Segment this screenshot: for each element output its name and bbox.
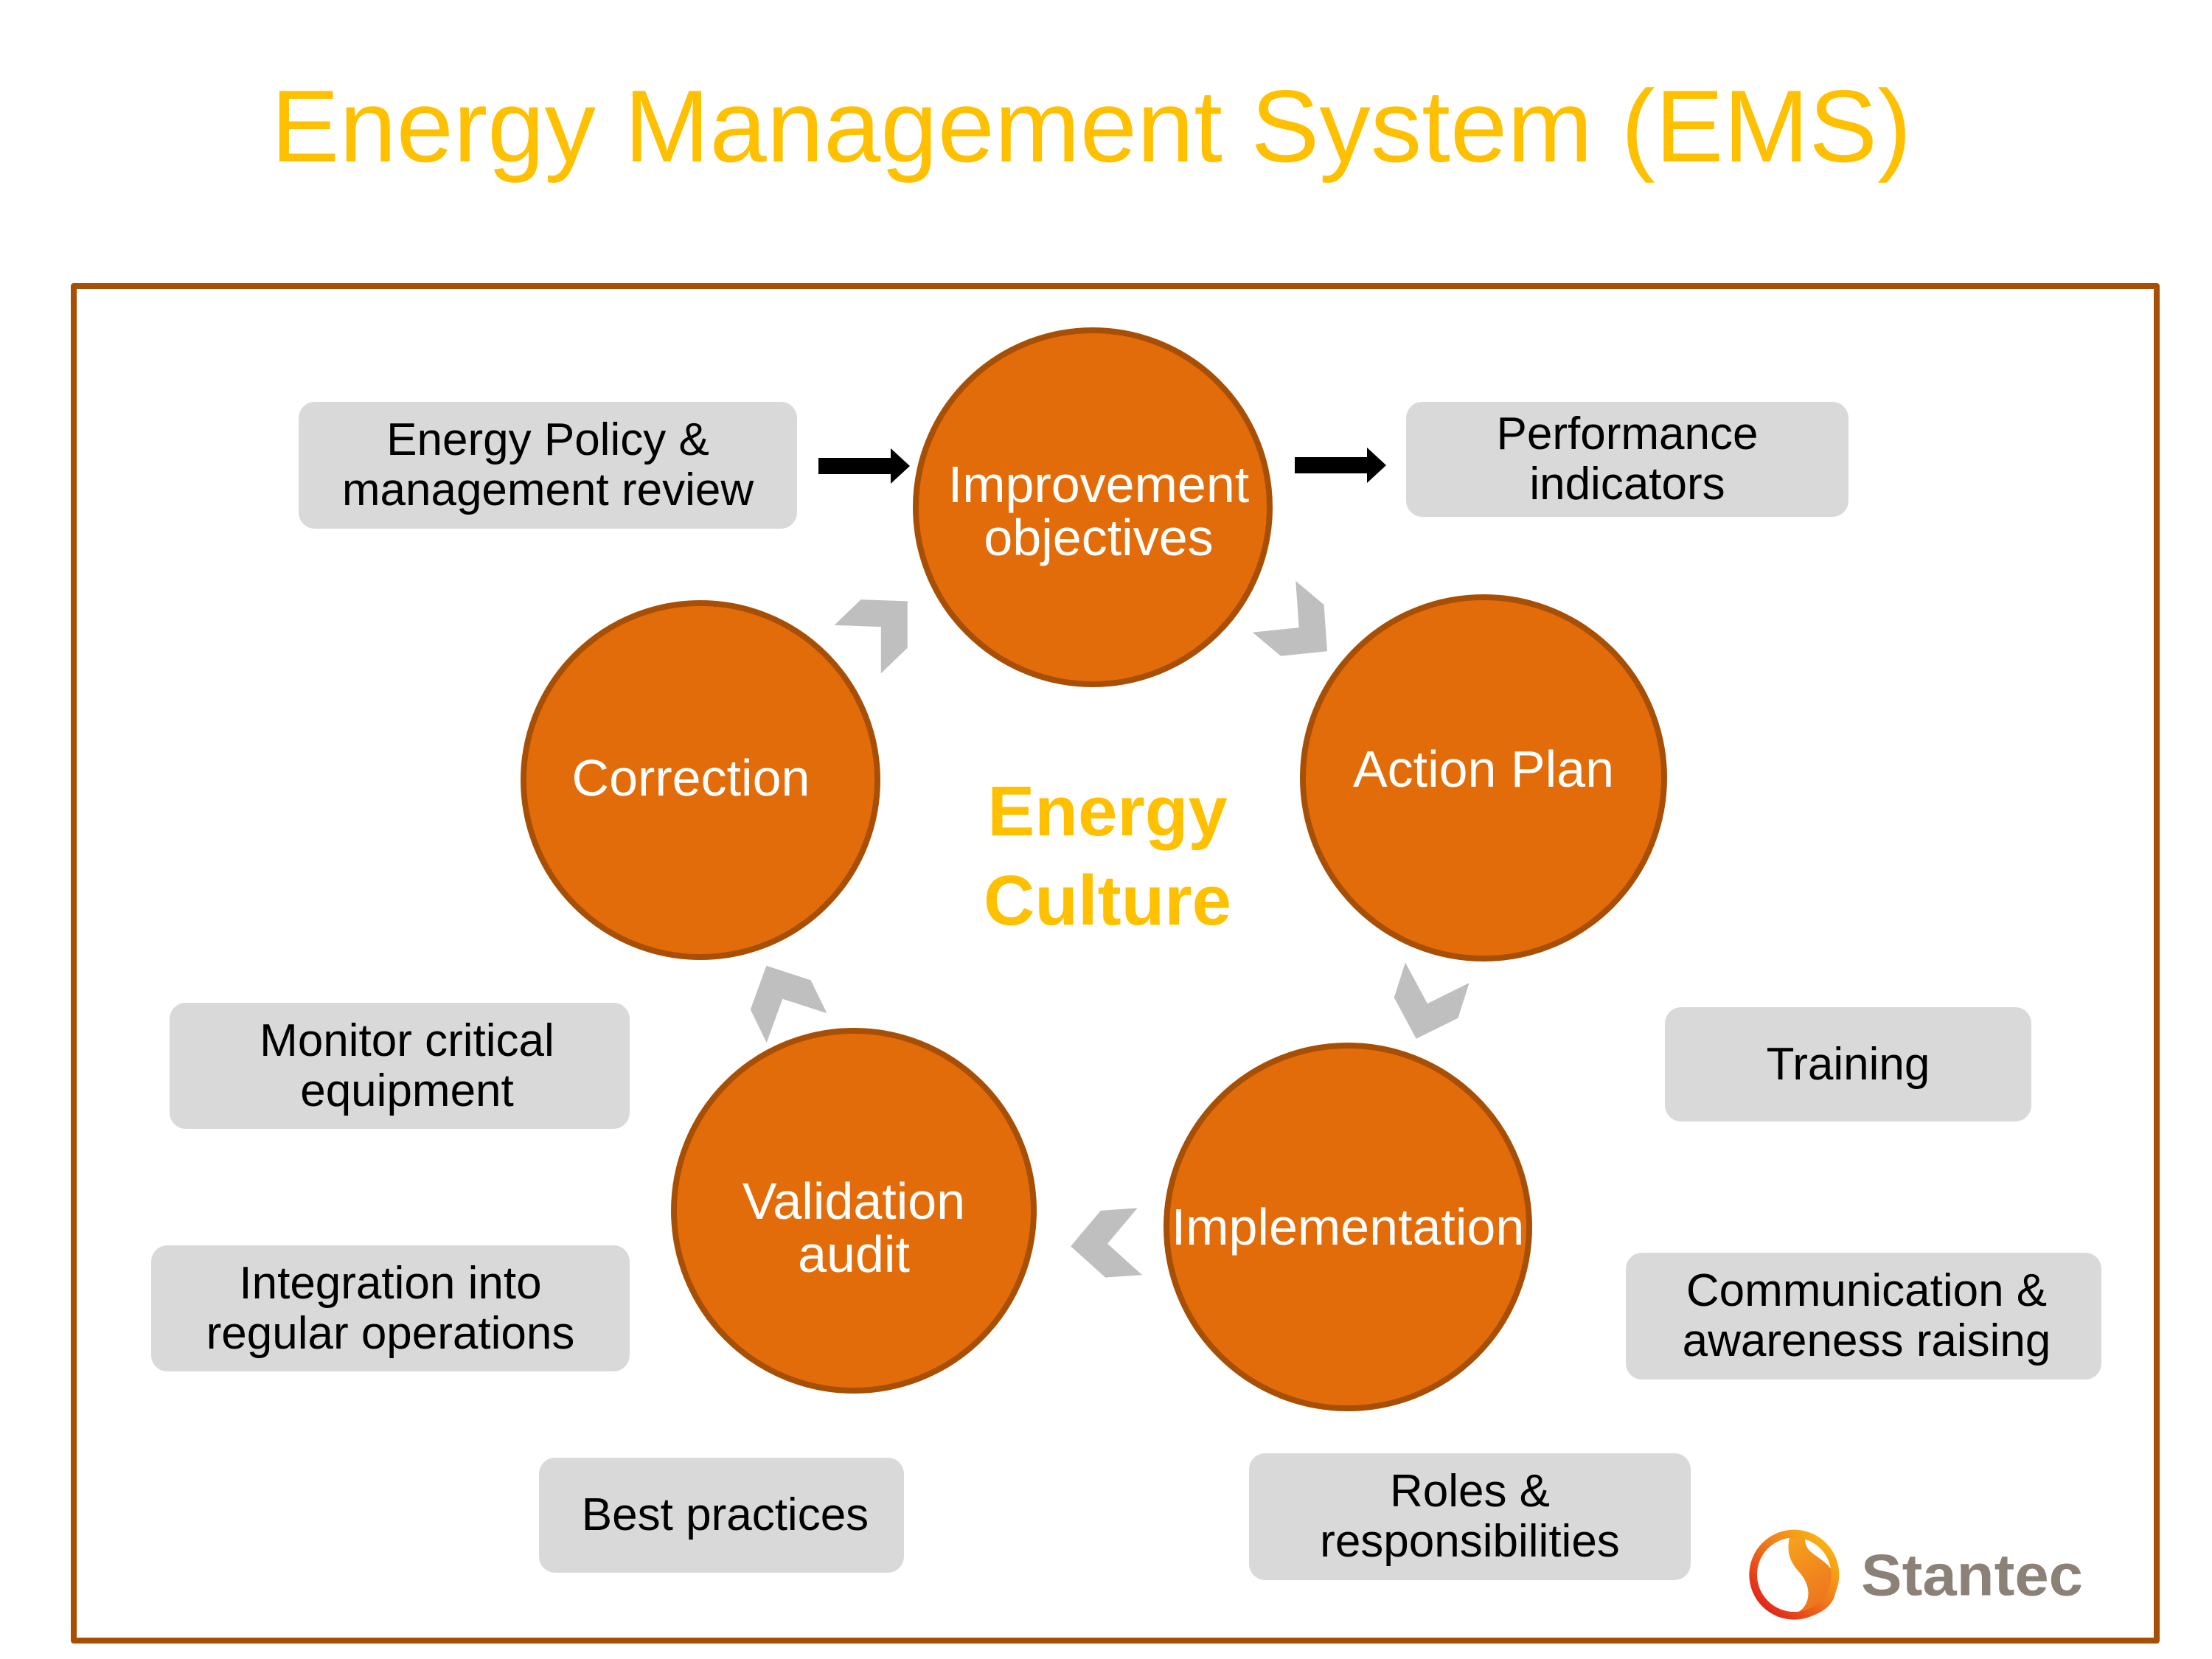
step-label: Validation audit (742, 1175, 965, 1281)
diagram-frame (71, 283, 2160, 1644)
cycle-step-improvement-objectives: Improvement objectives (913, 327, 1273, 687)
box-label-line: responsibilities (1320, 1516, 1620, 1567)
box-label-line: Energy Policy & (386, 414, 709, 465)
box-roles-responsibilities: Roles & responsibilities (1249, 1453, 1691, 1580)
box-label: Performance indicators (1497, 409, 1759, 509)
slide-title: Energy Management System (EMS) (271, 69, 1912, 184)
box-best-practices: Best practices (539, 1458, 904, 1573)
chevron-arrow-icon (1394, 962, 1470, 1039)
box-label-line: Roles & (1389, 1466, 1551, 1517)
cycle-step-correction: Correction (521, 600, 880, 960)
step-label-line: Improvement (947, 456, 1250, 513)
step-label-line: audit (798, 1225, 910, 1283)
box-performance-indicators: Performance indicators (1406, 402, 1848, 517)
logo-wordmark: Stantec (1861, 1542, 2083, 1607)
chevron-arrow-icon (834, 599, 908, 674)
chevron-arrow-icon (750, 965, 827, 1043)
box-label: Communication & awareness raising (1683, 1266, 2051, 1366)
arrow-shape (818, 448, 910, 484)
box-label-line: Training (1766, 1038, 1930, 1090)
box-label-line: regular operations (206, 1307, 575, 1359)
step-label-line: Action Plan (1352, 740, 1615, 798)
center-label-energy-culture: Energy Culture (960, 767, 1255, 945)
cycle-step-action-plan: Action Plan (1300, 594, 1667, 961)
center-label-line: Culture (984, 861, 1231, 940)
logo-ring (1749, 1529, 1840, 1620)
cycle-step-implementation: Implementation (1164, 1043, 1532, 1411)
step-label-line: Validation (742, 1172, 966, 1230)
box-label: Energy Policy & management review (342, 415, 754, 515)
step-label: Action Plan (1353, 742, 1614, 796)
box-energy-policy-management-review: Energy Policy & management review (299, 402, 797, 529)
box-label-line: indicators (1529, 459, 1725, 509)
step-label-line: Implementation (1171, 1198, 1525, 1256)
step-label: Implementation (1172, 1200, 1525, 1253)
step-label: Improvement objectives (948, 458, 1249, 564)
box-label: Training (1766, 1038, 1930, 1090)
arrow-right-icon (818, 448, 910, 484)
stantec-logo-icon (1749, 1529, 1840, 1620)
step-label-line: objectives (984, 509, 1214, 566)
box-label-line: Monitor critical (260, 1015, 554, 1066)
box-label-line: equipment (300, 1065, 514, 1116)
box-communication-awareness-raising: Communication & awareness raising (1626, 1253, 2101, 1380)
logo-flame-shape (1784, 1536, 1837, 1618)
box-label: Integration into regular operations (206, 1257, 575, 1359)
box-label: Best practices (582, 1490, 869, 1540)
box-monitor-critical-equipment: Monitor critical equipment (170, 1003, 630, 1129)
box-label-line: awareness raising (1682, 1315, 2051, 1366)
cycle-step-validation-audit: Validation audit (671, 1028, 1037, 1394)
step-label: Correction (572, 751, 810, 804)
box-label-line: Best practices (581, 1489, 869, 1540)
step-label-line: Correction (571, 749, 810, 807)
center-label-line: Energy (987, 772, 1228, 851)
box-label: Monitor critical equipment (260, 1015, 554, 1116)
chevron-arrow-icon (1252, 580, 1328, 656)
box-label-line: Integration into (239, 1257, 542, 1309)
box-training: Training (1665, 1007, 2031, 1121)
box-label: Roles & responsibilities (1320, 1467, 1620, 1567)
box-label-line: management review (341, 465, 754, 515)
box-integration-regular-operations: Integration into regular operations (151, 1245, 630, 1371)
box-label-line: Communication & (1686, 1265, 2048, 1316)
arrow-right-icon (1295, 448, 1386, 483)
arrow-shape (1295, 448, 1386, 483)
box-label-line: Performance (1496, 408, 1759, 459)
stantec-logo: Stantec (1749, 1529, 2083, 1620)
chevron-arrow-icon (1071, 1208, 1143, 1278)
